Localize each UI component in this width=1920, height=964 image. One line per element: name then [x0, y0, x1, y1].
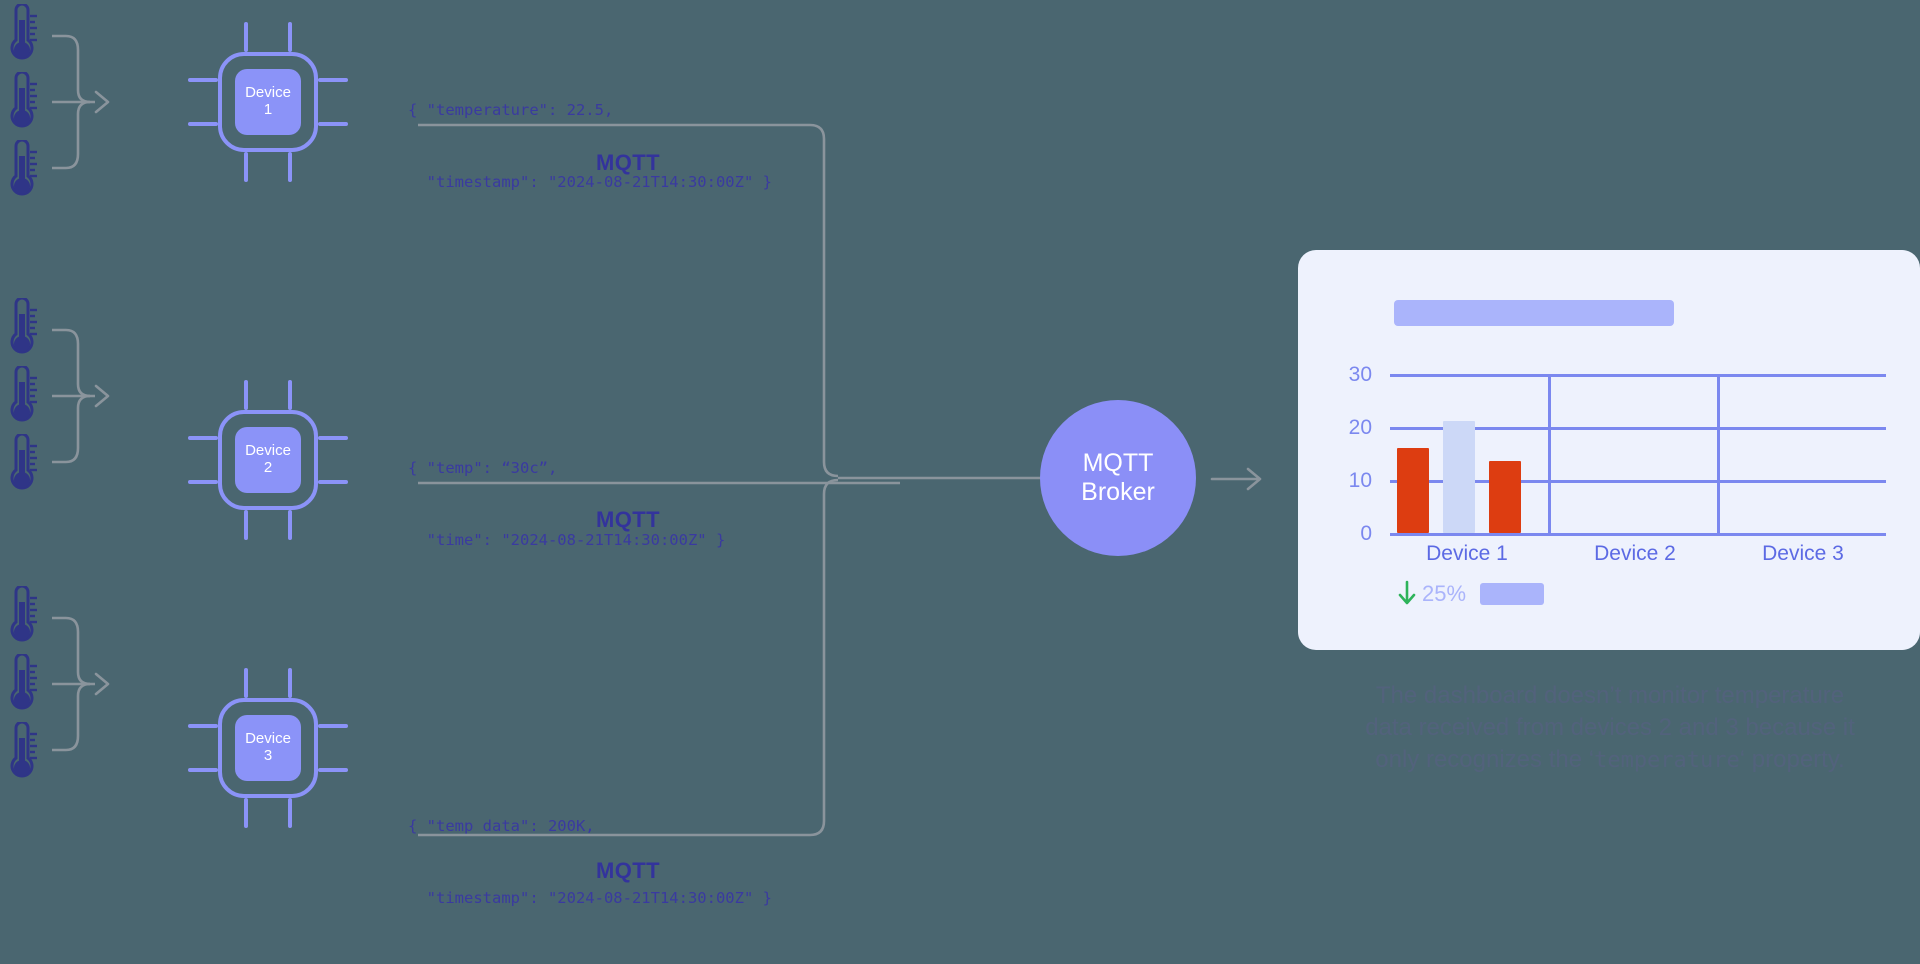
payload-line: "timestamp": "2024-08-21T14:30:00Z" }	[408, 889, 772, 908]
chip-pin	[188, 78, 218, 82]
axis-baseline	[1390, 533, 1886, 537]
chip-pin	[244, 380, 248, 410]
protocol-label-device-1: MQTT	[596, 150, 660, 175]
gridline-10	[1390, 480, 1886, 483]
chip-pin	[188, 480, 218, 484]
chip-pin	[188, 436, 218, 440]
x-axis-category: Device 2	[1594, 542, 1676, 565]
chip-outline	[218, 698, 318, 798]
thermometer-icon	[10, 722, 37, 778]
y-axis-tick: 30	[1348, 363, 1372, 386]
caption-line-3: only recognizes the ‘temperature‘ proper…	[1290, 744, 1920, 776]
x-axis-category: Device 3	[1762, 542, 1844, 565]
thermometer-icon	[10, 72, 37, 128]
chip-pin	[318, 436, 348, 440]
delta-percent-label: 25%	[1422, 581, 1467, 606]
thermometer-icon	[10, 4, 37, 60]
device-label-3: Device 3	[235, 715, 301, 781]
mqtt-broker-node[interactable]: MQTT Broker	[1040, 400, 1196, 556]
y-tick-30	[1310, 302, 1316, 326]
gridline-30	[1390, 374, 1886, 377]
thermometer-icon	[10, 140, 37, 196]
category-divider	[1548, 374, 1551, 536]
chip-outline	[218, 52, 318, 152]
chip-pin	[318, 122, 348, 126]
caption-quote-close: ‘	[1739, 746, 1746, 774]
protocol-label-device-2: MQTT	[596, 507, 660, 532]
chip-pin	[318, 768, 348, 772]
chip-pin	[244, 152, 248, 182]
bar-device1-series-a	[1397, 448, 1429, 533]
dashboard-caption: The dashboard doesn’t monitor temperatur…	[1290, 680, 1920, 776]
payload-line: "timestamp": "2024-08-21T14:30:00Z" }	[408, 173, 772, 192]
broker-line2: Broker	[1081, 478, 1155, 506]
caption-code-token: temperature	[1594, 748, 1740, 774]
thermometer-icon	[10, 586, 37, 642]
gridline-20	[1390, 427, 1886, 430]
caption-quote-open: ‘	[1588, 746, 1595, 774]
payload-device-2: { "temp": “30c”, "time": "2024-08-21T14:…	[408, 408, 725, 600]
device-name-line2: 1	[263, 101, 273, 118]
chip-pin	[188, 768, 218, 772]
device-name-line2: 3	[263, 747, 273, 764]
chip-pin	[244, 798, 248, 828]
thermometer-icon	[10, 654, 37, 710]
dashboard-title-placeholder	[1394, 300, 1674, 326]
device-name-line1: Device	[245, 442, 291, 460]
chip-outline	[218, 410, 318, 510]
caption-line3-pre: only recognizes the	[1375, 746, 1589, 774]
y-axis-tick: 0	[1360, 522, 1372, 545]
device-name-line1: Device	[245, 730, 291, 748]
legend-placeholder-bar	[1480, 583, 1544, 605]
category-divider	[1717, 374, 1720, 536]
chip-pin	[244, 510, 248, 540]
y-axis-tick: 10	[1348, 469, 1372, 492]
bar-device1-series-b	[1443, 421, 1475, 533]
payload-line: { "temp_data": 200K,	[408, 817, 595, 836]
chip-pin	[288, 668, 292, 698]
chip-pin	[244, 668, 248, 698]
arrow-down-icon	[1398, 580, 1416, 605]
chip-pin	[288, 380, 292, 410]
payload-line: "time": "2024-08-21T14:30:00Z" }	[408, 531, 726, 550]
device-chip-1[interactable]: Device 1	[188, 22, 348, 182]
payload-device-1: { "temperature": 22.5, "timestamp": "202…	[408, 50, 772, 242]
caption-line3-post: property.	[1745, 746, 1845, 774]
chip-pin	[288, 510, 292, 540]
chip-pin	[288, 152, 292, 182]
chip-pin	[244, 22, 248, 52]
chip-pin	[318, 480, 348, 484]
chip-pin	[318, 78, 348, 82]
x-axis-category: Device 1	[1426, 542, 1508, 565]
device-chip-2[interactable]: Device 2	[188, 380, 348, 540]
chip-pin	[318, 724, 348, 728]
y-axis-tick: 20	[1348, 416, 1372, 439]
chip-pin	[188, 724, 218, 728]
chip-pin	[288, 798, 292, 828]
chip-pin	[188, 122, 218, 126]
device-chip-3[interactable]: Device 3	[188, 668, 348, 828]
payload-device-3: { "temp_data": 200K, "timestamp": "2024-…	[408, 766, 772, 958]
chip-pin	[288, 22, 292, 52]
caption-line-1: The dashboard doesn’t monitor temperatur…	[1375, 682, 1845, 709]
broker-to-dashboard-arrow	[1210, 467, 1262, 491]
thermometer-icon	[10, 298, 37, 354]
device-label-2: Device 2	[235, 427, 301, 493]
broker-line1: MQTT	[1082, 448, 1154, 477]
device-name-line1: Device	[245, 84, 291, 102]
dashboard-card[interactable]: 30 20 10 0 Device 1 Device 2 Device 3 25…	[1298, 250, 1920, 650]
sensor-connectors	[52, 34, 110, 752]
protocol-label-device-3: MQTT	[596, 858, 660, 883]
caption-line-2: data received from devices 2 and 3 becau…	[1365, 714, 1855, 742]
device-name-line2: 2	[263, 459, 273, 476]
device-label-1: Device 1	[235, 69, 301, 135]
bar-device1-series-c	[1489, 461, 1521, 533]
thermometer-icon	[10, 434, 37, 490]
payload-line: { "temp": “30c”,	[408, 459, 558, 478]
thermometer-icon	[10, 366, 37, 422]
payload-line: { "temperature": 22.5,	[408, 101, 614, 120]
